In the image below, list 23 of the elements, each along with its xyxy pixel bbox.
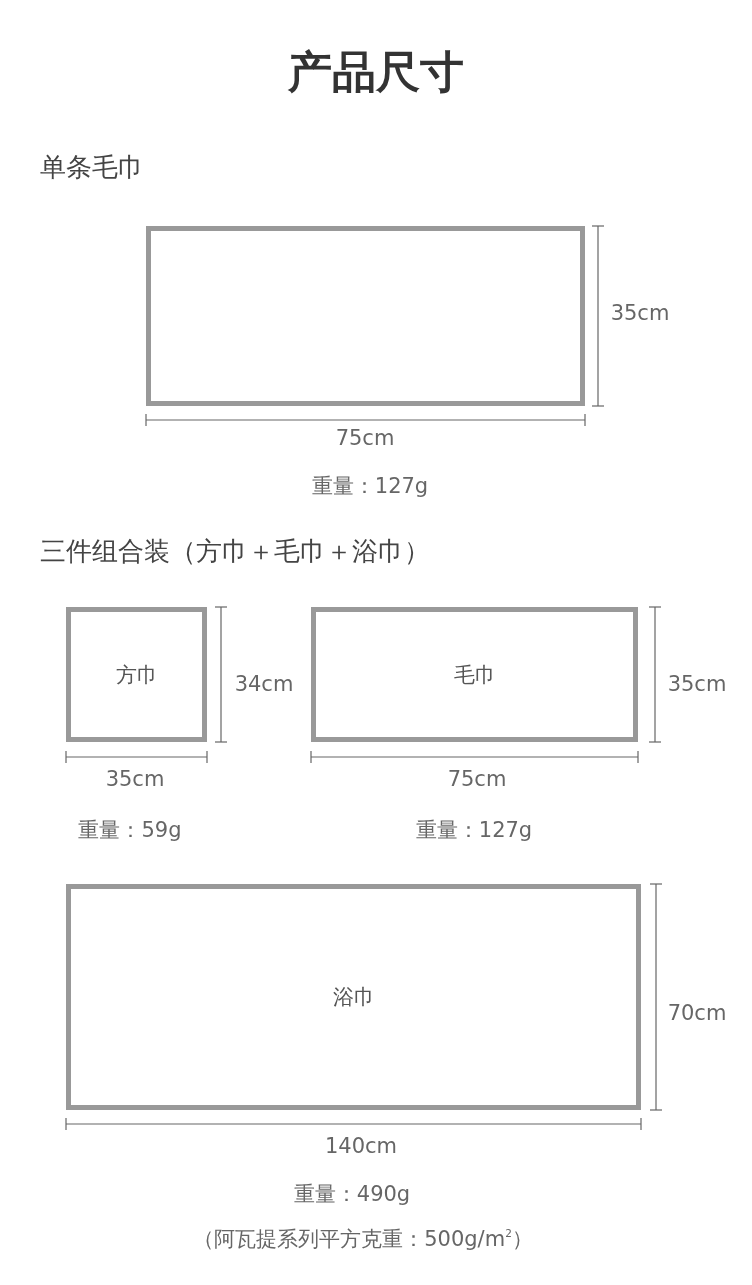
- weight-text: 重量：127g: [311, 473, 429, 500]
- weight-text: 重量：127g: [415, 817, 533, 844]
- towel-name: 浴巾: [332, 984, 375, 1011]
- dimension-label: 34cm: [234, 672, 294, 696]
- towel-rectangle: [66, 884, 641, 1110]
- towel-name: 毛巾: [453, 661, 496, 689]
- weight-text: 重量：59g: [78, 817, 182, 844]
- dimension-label: 75cm: [447, 767, 507, 791]
- towel-name: 方巾: [115, 661, 158, 689]
- dimension-label: 75cm: [335, 426, 395, 450]
- dimension-label: 35cm: [105, 767, 165, 791]
- dimension-label: 35cm: [667, 672, 727, 696]
- section-heading: 三件组合装（方巾＋毛巾＋浴巾）: [40, 534, 430, 568]
- note-text: （阿瓦提系列平方克重：500g/m$^{2}$）: [193, 1225, 533, 1253]
- towel-rectangle: [311, 607, 638, 742]
- dimension-label: 70cm: [667, 1001, 727, 1025]
- weight-text: 重量：490g: [293, 1181, 411, 1208]
- towel-rectangle: [66, 607, 207, 742]
- page-title: 产品尺寸: [288, 44, 464, 99]
- dimension-label: 35cm: [610, 301, 670, 325]
- section-heading: 单条毛巾: [40, 150, 144, 184]
- towel-rectangle: [146, 226, 585, 406]
- dimension-label: 140cm: [324, 1134, 398, 1158]
